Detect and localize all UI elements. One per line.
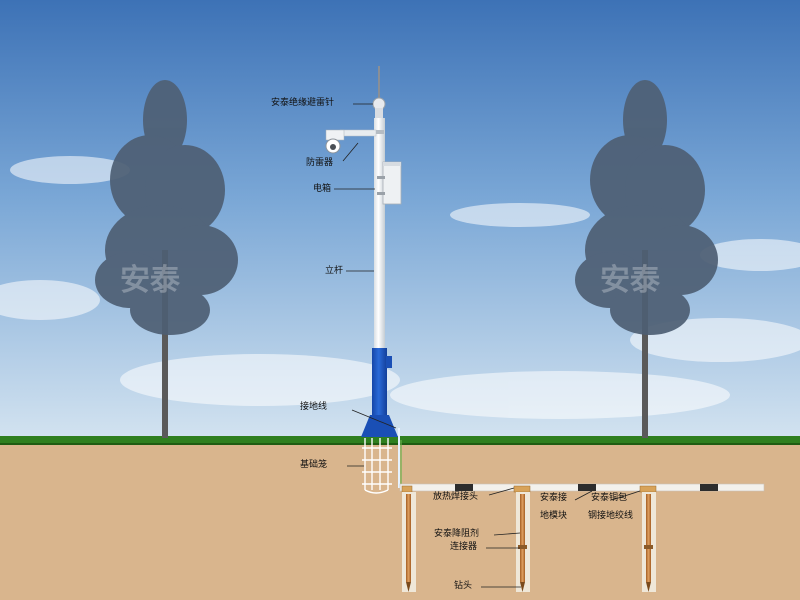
label-connector: 连接器	[450, 542, 478, 552]
weld-joint-1	[513, 485, 531, 493]
label-surge-protector: 防雷器	[306, 158, 334, 168]
label-ground-module-line2: 地模块	[540, 511, 568, 521]
electric-box	[377, 161, 402, 205]
label-ground-module-line1: 安泰接	[540, 493, 568, 503]
foundation-cage	[362, 438, 392, 494]
label-copper-clad-line2: 钢接地绞线	[588, 511, 634, 521]
label-pole: 立杆	[325, 266, 344, 276]
label-resistance-agent: 安泰降阻剂	[434, 529, 480, 539]
label-exothermic-joint: 放热焊接头	[433, 492, 479, 502]
weld-joint-0	[401, 485, 413, 493]
label-foundation-cage: 基础笼	[300, 460, 328, 470]
camera-assembly	[325, 129, 377, 154]
pole	[374, 118, 385, 350]
watermark-right: 安泰	[600, 263, 660, 298]
ground-module-2	[578, 484, 596, 491]
tree-left	[95, 80, 238, 438]
ground-module-1	[455, 484, 473, 491]
label-lightning-rod: 安泰绝缘避雷针	[271, 98, 335, 108]
ground-module-3	[700, 484, 718, 491]
label-electric-box: 电箱	[313, 184, 332, 194]
pole-base	[372, 348, 387, 430]
tree-right	[575, 80, 718, 438]
ground-rods	[402, 492, 656, 592]
label-copper-clad-line1: 安泰铜包	[591, 493, 628, 503]
pole-flange	[361, 415, 398, 437]
leader-lines	[334, 103, 641, 588]
label-drill-bit: 钻头	[454, 581, 473, 591]
label-ground-wire: 接地线	[300, 402, 328, 412]
watermark-left: 安泰	[120, 263, 180, 298]
weld-joint-2	[639, 485, 657, 493]
